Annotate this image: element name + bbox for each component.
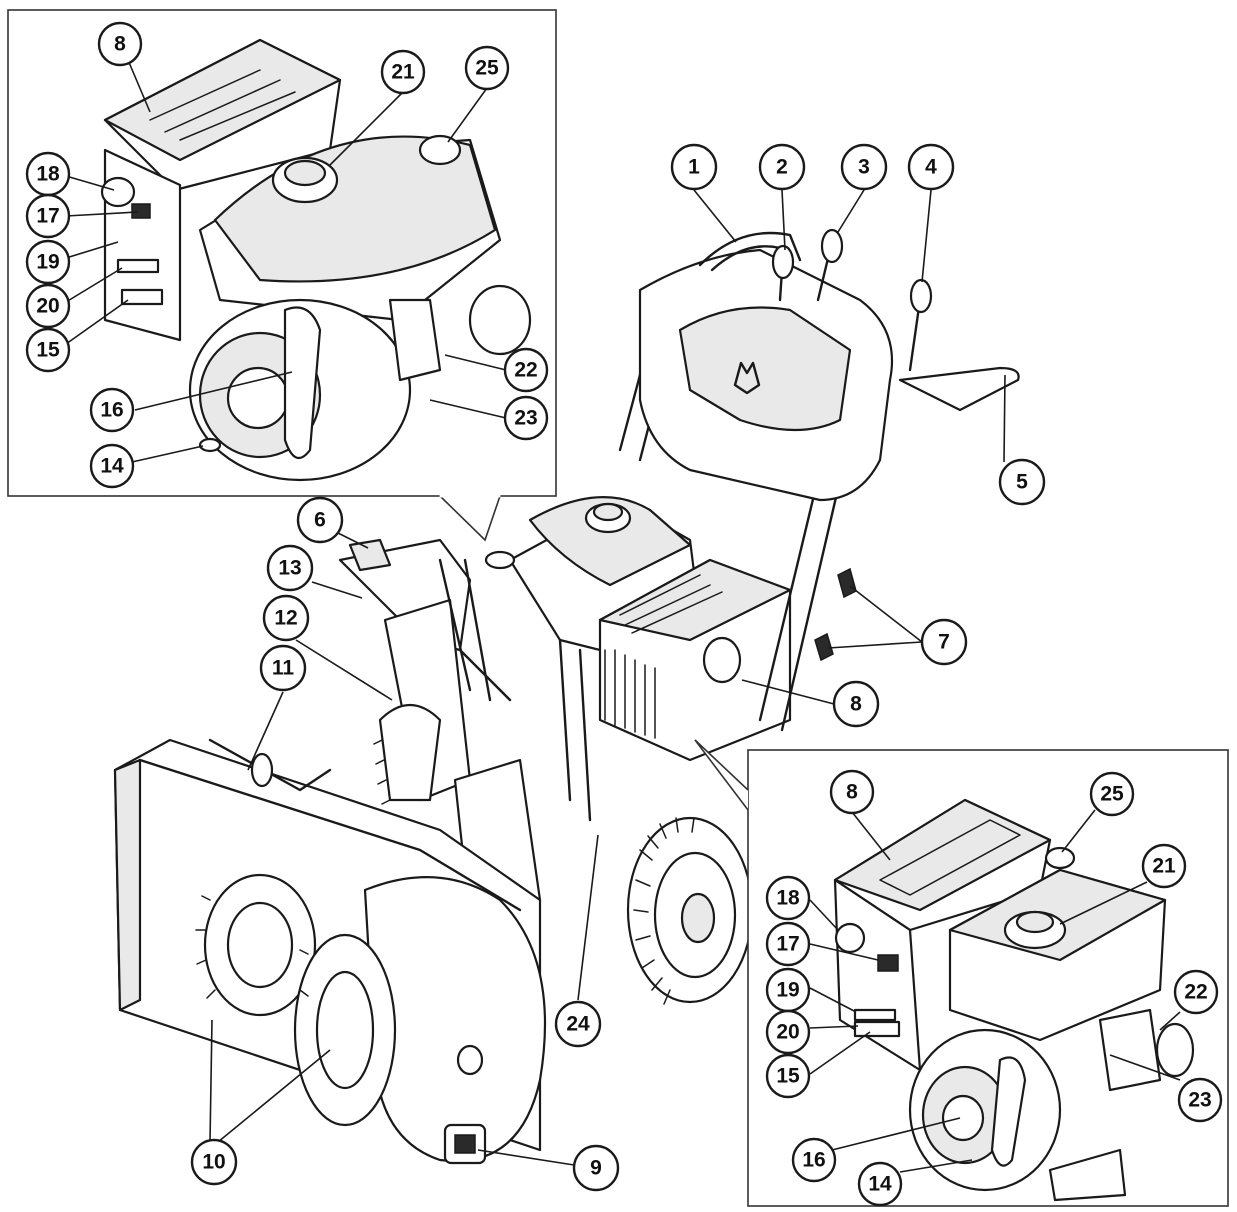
svg-text:4: 4 <box>925 156 937 179</box>
svg-text:7: 7 <box>938 631 950 654</box>
svg-text:17: 17 <box>776 933 799 956</box>
svg-text:8: 8 <box>850 693 862 716</box>
callout-br-16: 16 <box>791 1137 837 1183</box>
callout-br-21: 21 <box>1141 843 1187 889</box>
svg-text:18: 18 <box>36 163 60 186</box>
side-frame <box>373 704 442 805</box>
callouts-inset-right: 8 25 21 18 17 19 20 15 22 23 16 14 <box>765 769 1223 1207</box>
svg-text:22: 22 <box>514 359 537 382</box>
leader-lines <box>65 59 1181 1173</box>
callout-tl-21: 21 <box>380 49 426 95</box>
callout-tl-19: 19 <box>25 239 71 285</box>
svg-text:17: 17 <box>36 205 59 228</box>
callout-tl-25: 25 <box>464 45 510 91</box>
callout-1: 1 <box>670 143 718 191</box>
callout-tl-22: 22 <box>503 347 549 393</box>
svg-text:25: 25 <box>1100 783 1124 806</box>
callout-12: 12 <box>262 594 310 642</box>
svg-text:24: 24 <box>566 1013 590 1036</box>
callout-4: 4 <box>907 143 955 191</box>
svg-text:19: 19 <box>36 251 59 274</box>
svg-text:16: 16 <box>100 399 123 422</box>
callout-tl-16: 16 <box>89 387 135 433</box>
snow-thrower-illustration <box>113 228 1020 1165</box>
svg-text:23: 23 <box>1188 1089 1211 1112</box>
right-wheel <box>626 816 754 1005</box>
callout-br-17: 17 <box>765 921 811 967</box>
svg-text:18: 18 <box>776 887 800 910</box>
svg-text:14: 14 <box>868 1173 892 1196</box>
callout-2: 2 <box>758 143 806 191</box>
callout-24: 24 <box>554 1000 602 1048</box>
svg-text:6: 6 <box>314 509 326 532</box>
callout-9: 9 <box>572 1144 620 1192</box>
svg-text:11: 11 <box>272 657 295 680</box>
svg-text:22: 22 <box>1184 981 1207 1004</box>
svg-text:14: 14 <box>100 455 124 478</box>
svg-text:20: 20 <box>36 295 59 318</box>
svg-text:1: 1 <box>688 156 700 179</box>
svg-text:8: 8 <box>846 781 858 804</box>
svg-text:15: 15 <box>776 1065 800 1088</box>
callout-br-25: 25 <box>1089 771 1135 817</box>
callout-br-8: 8 <box>829 769 875 815</box>
callout-br-23: 23 <box>1177 1077 1223 1123</box>
svg-text:20: 20 <box>776 1021 799 1044</box>
augers <box>195 873 397 1127</box>
callouts-main: 1 2 3 4 5 6 7 8 9 10 11 12 13 24 <box>190 143 1046 1192</box>
callout-tl-18: 18 <box>25 151 71 197</box>
callouts-inset-left: 8 21 25 18 17 19 20 15 22 16 23 14 <box>25 21 549 489</box>
callout-5: 5 <box>998 458 1046 506</box>
svg-text:15: 15 <box>36 339 60 362</box>
callout-13: 13 <box>266 544 314 592</box>
svg-text:5: 5 <box>1016 471 1028 494</box>
svg-text:9: 9 <box>590 1157 602 1180</box>
engine-inset-right <box>694 739 1229 1207</box>
callout-tl-15: 15 <box>25 327 71 373</box>
callout-6: 6 <box>296 496 344 544</box>
callout-11: 11 <box>259 644 307 692</box>
svg-text:23: 23 <box>514 407 537 430</box>
svg-text:25: 25 <box>475 57 499 80</box>
svg-text:21: 21 <box>1152 855 1176 878</box>
callout-br-22: 22 <box>1173 969 1219 1015</box>
svg-text:8: 8 <box>114 33 126 56</box>
callout-tl-20: 20 <box>25 283 71 329</box>
callout-tl-14: 14 <box>89 443 135 489</box>
svg-text:12: 12 <box>274 607 297 630</box>
svg-text:10: 10 <box>202 1151 225 1174</box>
engine <box>484 496 792 822</box>
callout-br-14: 14 <box>857 1161 903 1207</box>
callout-br-20: 20 <box>765 1009 811 1055</box>
callout-br-18: 18 <box>765 875 811 921</box>
svg-text:16: 16 <box>802 1149 825 1172</box>
svg-text:13: 13 <box>278 557 301 580</box>
callout-tl-17: 17 <box>25 193 71 239</box>
engine-inset-left <box>7 9 557 542</box>
handle-and-control-panel <box>618 228 1020 732</box>
callout-7: 7 <box>920 618 968 666</box>
svg-text:3: 3 <box>858 156 870 179</box>
callout-tl-23: 23 <box>503 395 549 441</box>
callout-br-15: 15 <box>765 1053 811 1099</box>
callout-10: 10 <box>190 1138 238 1186</box>
callout-tl-8: 8 <box>97 21 143 67</box>
callout-3: 3 <box>840 143 888 191</box>
svg-text:21: 21 <box>391 61 415 84</box>
svg-text:19: 19 <box>776 979 799 1002</box>
callout-8: 8 <box>832 680 880 728</box>
svg-text:2: 2 <box>776 156 788 179</box>
callout-br-19: 19 <box>765 967 811 1013</box>
